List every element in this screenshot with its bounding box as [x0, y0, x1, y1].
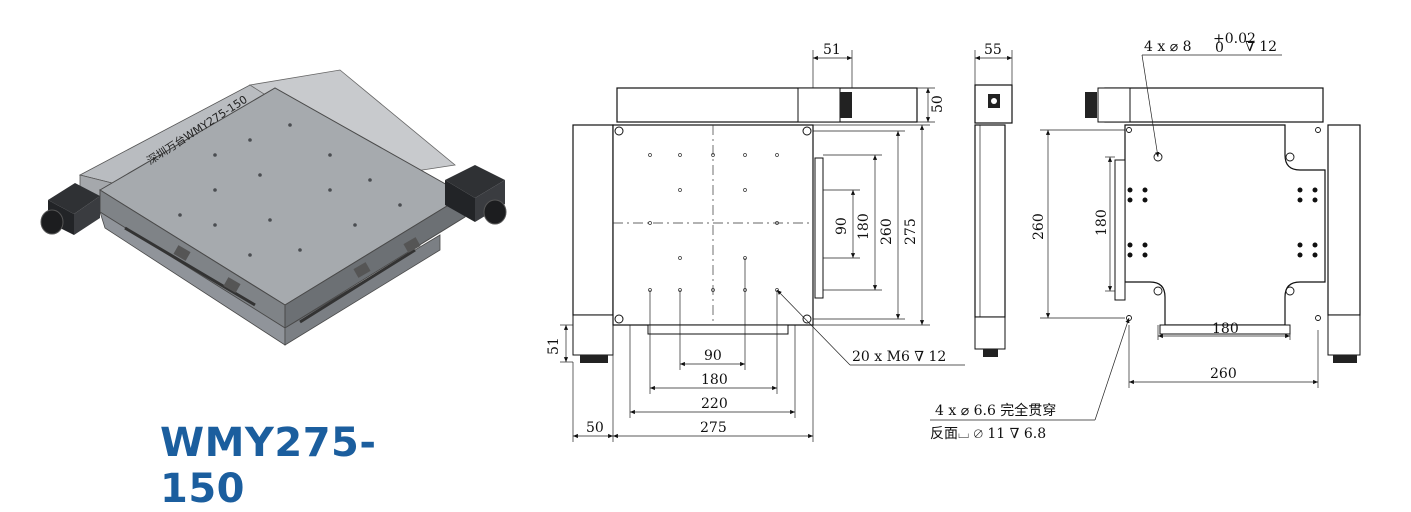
dim-front-275-v: 275	[903, 218, 919, 245]
dim-front-motor-side: 51	[546, 337, 562, 355]
callout-top-holes: 4 x ⌀ 8	[1144, 39, 1192, 55]
callout-top-depth: ∇ 12	[1245, 39, 1277, 55]
dim-front-90-h: 90	[704, 348, 722, 364]
callout-m6: 20 x M6 ∇ 12	[852, 349, 946, 365]
callout-top-tol-upper: +0.02	[1213, 31, 1256, 47]
front-view: 51 50 90 180 260 275 51 90 180	[546, 42, 965, 442]
product-render: 深圳万台WMY275-150	[40, 69, 507, 346]
dim-front-offset-left: 50	[586, 420, 604, 436]
callout-bottom-line2: 反面⌴ ⌀ 11 ∇ 6.8	[930, 426, 1046, 442]
dim-front-plate-width: 275	[700, 420, 727, 436]
callout-top-tol-lower: 0	[1215, 40, 1224, 56]
technical-drawing: 深圳万台WMY275-150 51	[40, 31, 1361, 442]
dim-bottom-260-h: 260	[1210, 366, 1237, 382]
dim-front-90-v: 90	[834, 217, 850, 235]
dim-front-180-h: 180	[701, 372, 728, 388]
dim-bottom-180-h: 180	[1212, 321, 1239, 337]
dim-side-width: 55	[984, 42, 1002, 58]
dim-front-260-v: 260	[879, 218, 895, 245]
dim-bottom-260-v: 260	[1031, 213, 1047, 240]
dim-bottom-180-v: 180	[1094, 209, 1110, 236]
model-title: WMY275-150	[160, 420, 377, 512]
callout-bottom-line1: 4 x ⌀ 6.6 完全贯穿	[935, 402, 1056, 419]
dim-front-motor-width: 51	[823, 42, 841, 58]
bottom-view: 260 180 180 260 4 x ⌀ 8 +0.02 0 ∇ 12 4 x…	[930, 31, 1361, 442]
dim-front-220-h: 220	[701, 396, 728, 412]
dim-front-180-v: 180	[856, 213, 872, 240]
side-view: 55	[974, 42, 1013, 357]
dim-front-motor-height: 50	[930, 95, 946, 113]
